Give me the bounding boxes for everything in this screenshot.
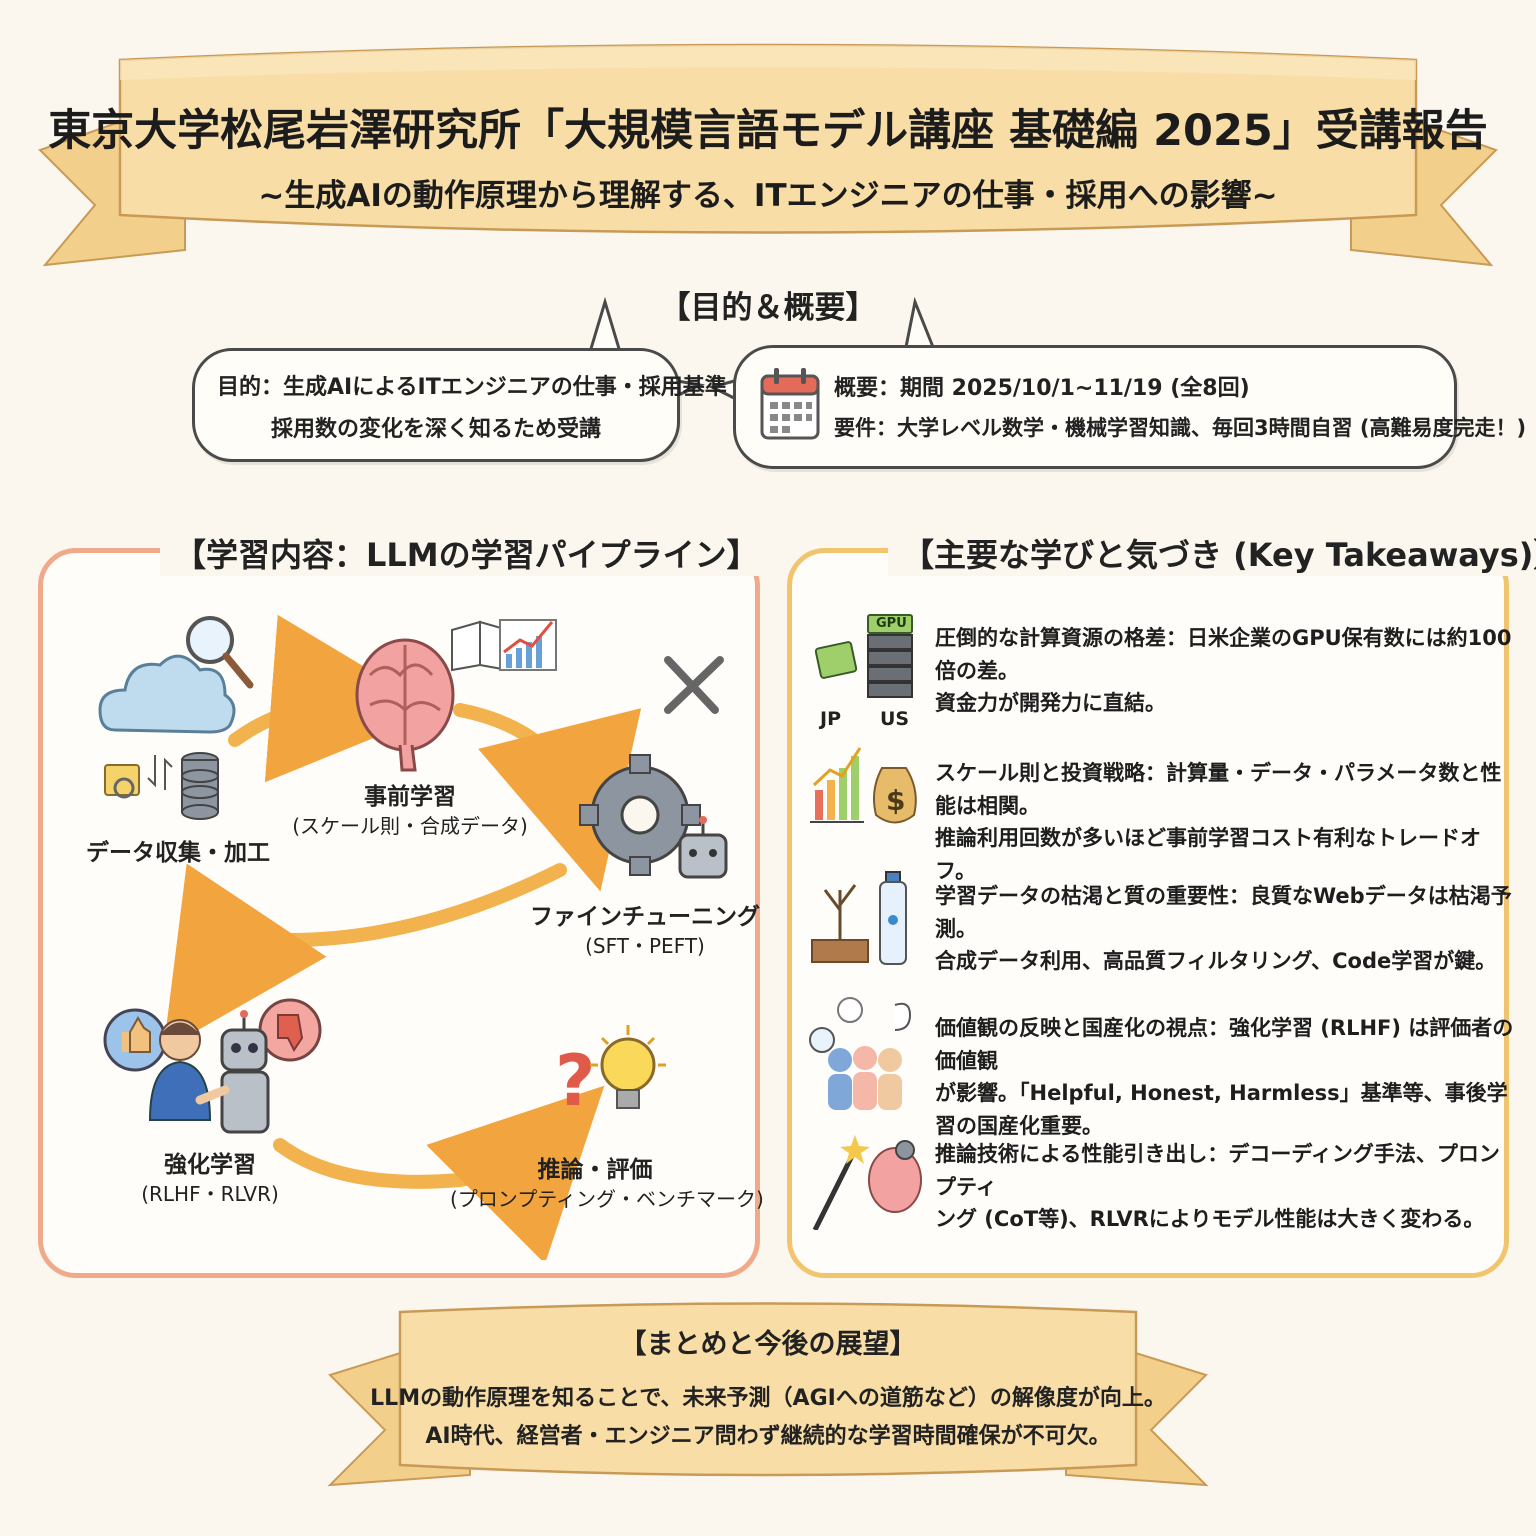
stage-data-collection: データ収集・加工 <box>68 838 288 869</box>
robot-icon <box>220 1010 270 1134</box>
magic-wand-icon <box>812 1135 870 1230</box>
jp-chip-icon <box>814 641 858 679</box>
jp-label: JP <box>820 708 841 730</box>
takeaway-3-line-2: 合成データ利用、高品質フィルタリング、Code学習が鍵。 <box>935 949 1497 974</box>
brain-gear-icon <box>868 1140 922 1213</box>
takeaway-1-line-2: 資金力が開発力に直結。 <box>935 691 1166 716</box>
takeaways-heading: 【主要な学びと気づき (Key Takeaways)】 <box>888 530 1536 576</box>
stage-finetuning-label: ファインチューニング <box>530 904 760 930</box>
purpose-bubble: 目的：生成AIによるITエンジニアの仕事・採用基準・ 採用数の変化を深く知るため… <box>192 348 749 462</box>
growth-chart-icon <box>810 747 864 823</box>
folder-icon <box>104 764 140 799</box>
takeaway-4: 価値観の反映と国産化の視点：強化学習 (RLHF) は評価者の価値観 が影響。「… <box>935 1012 1515 1142</box>
summary-line-2: AI時代、経営者・エンジニア問わず継続的な学習時間確保が不可欠。 <box>425 1424 1111 1449</box>
svg-text:$: $ <box>886 784 905 817</box>
takeaway-1: 圧倒的な計算資源の格差：日米企業のGPU保有数には約100倍の差。 資金力が開発… <box>935 622 1515 720</box>
thumbs-down-icon <box>258 998 322 1062</box>
stage-reinforcement-sub: (RLHF・RLVR) <box>141 1182 279 1207</box>
question-mark-icon: ? <box>555 1040 596 1122</box>
cloud-icon <box>98 654 236 734</box>
stage-inference: 推論・評価 (プロンプティング・ベンチマーク) <box>450 1155 764 1213</box>
stage-finetuning: ファインチューニング (SFT・PEFT) <box>530 902 760 960</box>
takeaway-4-line-1: 価値観の反映と国産化の視点：強化学習 (RLHF) は評価者の価値観 <box>935 1016 1514 1073</box>
overview-bubble: 概要：期間 2025/10/1~11/19 (全8回) 要件：大学レベル数学・機… <box>733 345 1526 469</box>
brain-icon <box>355 638 455 772</box>
water-bottle-icon <box>879 871 907 965</box>
overview-line-2: 要件：大学レベル数学・機械学習知識、毎回3時間自習 (高難易度完走！) <box>834 416 1527 440</box>
database-icon <box>181 752 219 820</box>
lightbulb-icon <box>590 1025 666 1109</box>
takeaway-5-line-2: ング (CoT等)、RLVRによりモデル性能は大きく変わる。 <box>935 1207 1485 1232</box>
pipeline-heading: 【学習内容：LLMの学習パイプライン】 <box>160 530 773 576</box>
stage-inference-sub: (プロンプティング・ベンチマーク) <box>450 1187 764 1212</box>
takeaway-3-line-1: 学習データの枯渇と質の重要性：良質なWebデータは枯渇予測。 <box>935 884 1512 941</box>
takeaway-1-line-1: 圧倒的な計算資源の格差：日米企業のGPU保有数には約100倍の差。 <box>935 626 1512 683</box>
dry-tree-icon <box>811 884 869 963</box>
summary-ribbon <box>327 1302 1209 1487</box>
summary-line-1: LLMの動作原理を知ることで、未来予測（AGIへの道筋など）の解像度が向上。 <box>370 1386 1166 1411</box>
purpose-heading: 【目的＆概要】 <box>659 290 877 326</box>
stage-reinforcement-label: 強化学習 <box>164 1152 256 1178</box>
stage-finetuning-sub: (SFT・PEFT) <box>585 934 705 959</box>
overview-line-1: 概要：期間 2025/10/1~11/19 (全8回) <box>834 376 1250 401</box>
svg-text:?: ? <box>555 1040 596 1122</box>
takeaway-5: 推論技術による性能引き出し：デコーディング手法、プロンプティ ング (CoT等)… <box>935 1138 1515 1236</box>
thumbs-up-icon <box>103 1008 167 1072</box>
chart-up-icon <box>499 619 557 671</box>
stage-pretraining-sub: (スケール則・合成データ) <box>292 814 528 839</box>
person-icon <box>148 1019 212 1121</box>
money-bag-icon: $ <box>873 767 917 824</box>
takeaway-2-line-1: スケール則と投資戦略：計算量・データ・パラメータ数と性能は相関。 <box>935 761 1502 818</box>
stage-pretraining: 事前学習 (スケール則・合成データ) <box>290 782 530 840</box>
magnifier-icon <box>186 616 254 689</box>
gear-icon <box>579 754 701 876</box>
pipeline-graphics: ? <box>98 614 728 1260</box>
takeaway-2: スケール則と投資戦略：計算量・データ・パラメータ数と性能は相関。 推論利用回数が… <box>935 757 1515 887</box>
page-subtitle: ~生成AIの動作原理から理解する、ITエンジニアの仕事・採用への影響~ <box>258 178 1278 214</box>
stage-data-collection-label: データ収集・加工 <box>86 840 270 866</box>
stage-pretraining-label: 事前学習 <box>364 784 456 810</box>
stage-reinforcement: 強化学習 (RLHF・RLVR) <box>110 1150 310 1208</box>
gpu-stack-icon <box>867 614 913 698</box>
calendar-icon <box>760 368 820 440</box>
stage-inference-label: 推論・評価 <box>537 1157 653 1183</box>
takeaway-3: 学習データの枯渇と質の重要性：良質なWebデータは枯渇予測。 合成データ利用、高… <box>935 880 1515 978</box>
gpu-label: GPU <box>876 616 907 631</box>
small-robot-icon <box>678 816 728 879</box>
takeaway-4-line-2: が影響。「Helpful, Honest, Harmless」基準等、事後学習の… <box>935 1081 1508 1138</box>
people-values-icon <box>809 997 912 1110</box>
title-ribbon <box>38 43 1498 267</box>
purpose-line-1: 目的：生成AIによるITエンジニアの仕事・採用基準・ <box>217 375 749 400</box>
takeaway-icons: $ <box>809 614 922 1230</box>
purpose-line-2: 採用数の変化を深く知るため受講 <box>271 417 602 442</box>
takeaway-5-line-1: 推論技術による性能引き出し：デコーディング手法、プロンプティ <box>935 1142 1500 1199</box>
us-label: US <box>880 708 910 730</box>
wrench-icon <box>664 656 724 714</box>
takeaway-2-line-2: 推論利用回数が多いほど事前学習コスト有利なトレードオフ。 <box>935 826 1481 883</box>
page-title: 東京大学松尾岩澤研究所「大規模言語モデル講座 基礎編 2025」受講報告 <box>48 106 1488 156</box>
summary-heading: 【まとめと今後の展望】 <box>619 1329 917 1360</box>
